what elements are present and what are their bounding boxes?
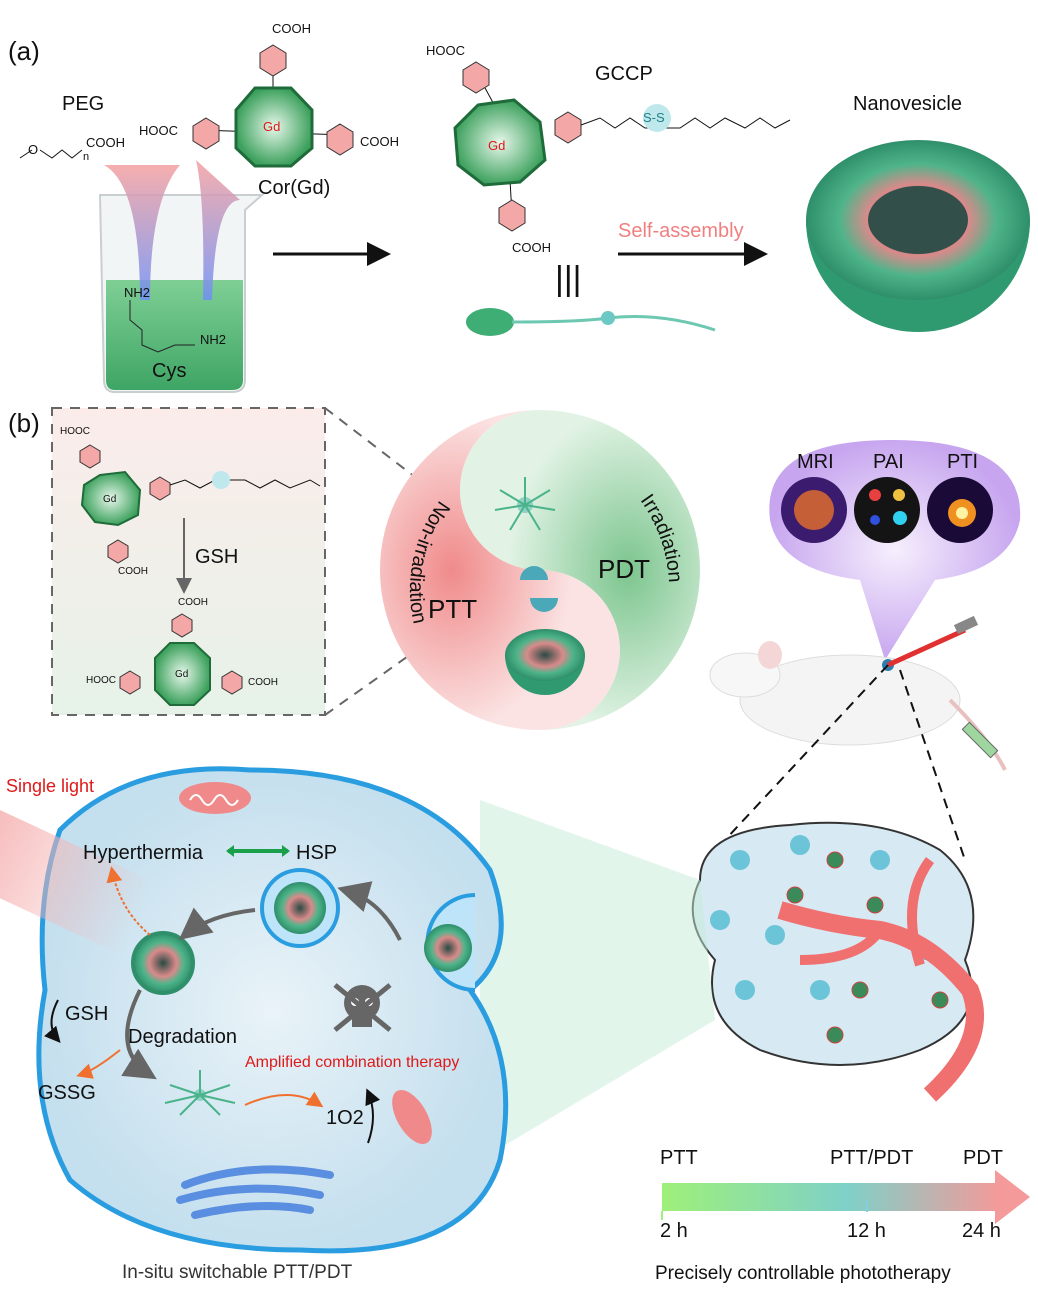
beaker: NH2 NH2 Cys [98,160,265,393]
singlet-oxygen-label: 1O2 [326,1107,364,1129]
stage-pdt: PDT [963,1147,1003,1169]
gd-label: Gd [175,669,188,680]
amphiphile-icon [466,308,716,336]
pti-label: PTI [947,451,978,473]
peg-chain [580,117,791,129]
porphyrin-ring [234,86,314,168]
degradation-inset: Gd HOOC COOH GSH COOH Gd HOOC COOH [51,407,446,716]
hyperthermia-label: Hyperthermia [83,842,204,864]
ptt-label: PTT [428,594,477,624]
hsp-label: HSP [296,842,337,864]
single-light-label: Single light [6,776,94,796]
peg-cooh: COOH [86,135,125,150]
laser-pointer-icon [953,615,979,635]
hooc-label: HOOC [139,123,178,138]
disulfide-label: S-S [643,110,665,125]
nanovesicle-image [806,140,1030,332]
panel-b-label: (b) [8,408,40,438]
time-2h: 2 h [660,1220,688,1242]
cor-gd-molecule: Gd COOH HOOC COOH Cor(Gd) [139,21,399,199]
blood-vessel [777,901,984,1102]
imaging-bubble: MRI PAI PTI [769,440,1021,660]
gd-label: Gd [488,138,505,153]
gd-label: Gd [263,119,280,134]
gsh-label: GSH [65,1003,108,1025]
nanovesicle-icon [505,629,585,695]
peg-structure: O COOH n [19,135,125,163]
released-vesicle [131,931,195,995]
equivalence-sign: ||| [555,260,582,298]
gssg-label: GSSG [38,1082,96,1104]
cooh-label: COOH [248,677,278,688]
flow-arrow [196,160,240,300]
therapy-label: Amplified combination therapy [245,1054,459,1071]
degradation-label: Degradation [128,1026,237,1048]
skull-icon [333,983,392,1032]
cys-label: Cys [152,360,186,382]
syringe-icon [961,721,999,759]
phenyl-ring [498,199,526,232]
cooh-label: COOH [178,597,208,608]
vesicle-opening-icon [520,566,558,612]
micelle-disassembled-icon [494,477,556,531]
disulfide-highlight [643,104,671,132]
pai-label: PAI [873,451,904,473]
pdt-label: PDT [598,554,650,584]
time-12h: 12 h [847,1220,886,1242]
gsh-label: GSH [195,546,238,568]
phenyl-ring [554,111,582,144]
nanovesicle-label: Nanovesicle [853,93,962,115]
pai-image [854,477,920,543]
phenyl-ring [192,117,220,150]
stage-ptt-pdt: PTT/PDT [830,1147,913,1169]
zoom-cone [480,800,715,1160]
panel-a-label: (a) [8,36,40,66]
ptt-pdt-yinyang: PTT PDT Non-irradiation Irradiation [380,410,700,730]
cooh-label: COOH [512,240,551,255]
phenyl-ring [462,61,490,94]
gd-label: Gd [103,494,116,505]
cooh-label: COOH [118,566,148,577]
stage-ptt: PTT [660,1147,698,1169]
hooc-label: HOOC [60,426,90,437]
amine-label: NH2 [124,285,150,300]
phenyl-ring [326,123,354,156]
tumor-tissue [691,821,984,1102]
peg-subscript: n [83,151,89,163]
mitochondrion-icon [392,1089,432,1145]
mri-label: MRI [797,451,834,473]
hooc-label: HOOC [86,675,116,686]
cor-gd-label: Cor(Gd) [258,177,330,199]
amine-label: NH2 [200,332,226,347]
golgi-icon [176,1165,334,1219]
peg-label: PEG [62,93,104,115]
porphyrin-ring [453,98,547,187]
mitochondrion-icon [179,782,251,814]
hooc-label: HOOC [426,43,465,58]
self-assembly-label: Self-assembly [618,220,744,242]
disassembled-micelle-icon [164,1070,236,1116]
flow-arrow [104,165,180,300]
svg-text:O: O [28,142,38,157]
entering-vesicle [424,893,476,992]
cooh-label: COOH [360,134,399,149]
gccp-molecule: S-S Gd HOOC COOH GCCP ||| [426,43,791,298]
gccp-label: GCCP [595,63,653,85]
endosome-vesicle [260,868,340,948]
light-beam [0,810,155,955]
timeline-caption: Precisely controllable phototherapy [655,1263,951,1284]
cell-caption: In-situ switchable PTT/PDT [122,1262,353,1283]
phenyl-ring [259,44,287,77]
time-24h: 24 h [962,1220,1001,1242]
cooh-label: COOH [272,21,311,36]
cancer-cell: Single light Hyperthermia HSP GSH GSSG D… [0,766,509,1283]
laser-beam [886,627,967,668]
mouse-illustration [709,615,1007,861]
phototherapy-timeline: PTT PTT/PDT PDT 2 h 12 h 24 h Precisely … [655,1147,1030,1284]
